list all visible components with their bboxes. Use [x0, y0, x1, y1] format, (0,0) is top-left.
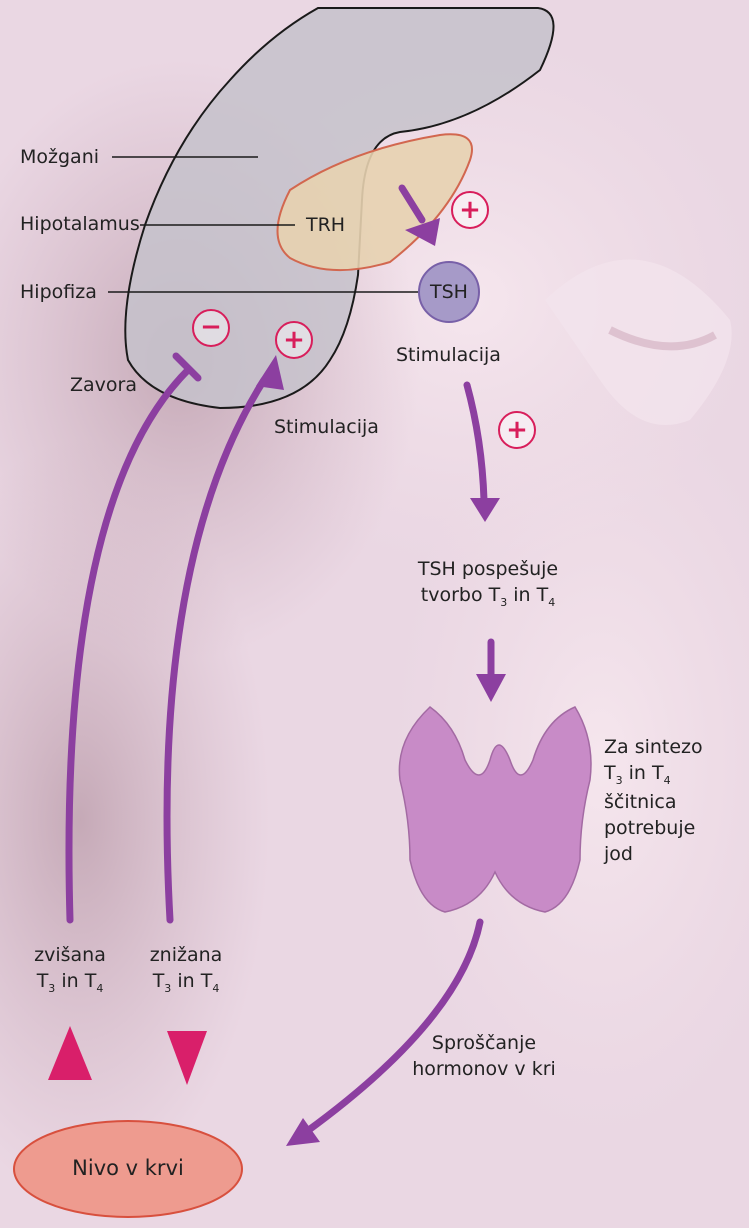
label-znizana: znižana T3 in T4: [134, 942, 238, 997]
label-za-sintezo: Za sintezo T3 in T4 ščitnica potrebuje j…: [604, 734, 744, 867]
label-stimulacija-feedback: Stimulacija: [274, 418, 379, 437]
label-stimulacija-tsh: Stimulacija: [396, 346, 501, 365]
label-hipotalamus: Hipotalamus: [20, 215, 140, 234]
plus-sign-trh: +: [458, 197, 482, 223]
za-sintezo-line4: potrebuje: [604, 815, 744, 841]
label-hipofiza: Hipofiza: [20, 283, 97, 302]
za-sintezo-line2: T3 in T4: [604, 760, 744, 789]
plus-sign-tsh: +: [505, 417, 529, 443]
label-tsh-pospesuje: TSH pospešuje tvorbo T3 in T4: [398, 556, 578, 611]
label-trh: TRH: [306, 216, 345, 235]
za-sintezo-line3: ščitnica: [604, 789, 744, 815]
tsh-pospesuje-line2: tvorbo T3 in T4: [398, 582, 578, 611]
tsh-pospesuje-line1: TSH pospešuje: [398, 556, 578, 582]
label-zvisana: zvišana T3 in T4: [18, 942, 122, 997]
label-nivo-v-krvi: Nivo v krvi: [34, 1158, 222, 1179]
label-tsh: TSH: [430, 283, 468, 302]
za-sintezo-line5: jod: [604, 841, 744, 867]
za-sintezo-line1: Za sintezo: [604, 734, 744, 760]
label-zavora: Zavora: [70, 376, 137, 395]
minus-sign-brake: −: [199, 314, 223, 340]
label-sproscanje: Sproščanje hormonov v kri: [394, 1030, 574, 1082]
label-mozgani: Možgani: [20, 148, 99, 167]
plus-sign-feedback: +: [282, 327, 306, 353]
